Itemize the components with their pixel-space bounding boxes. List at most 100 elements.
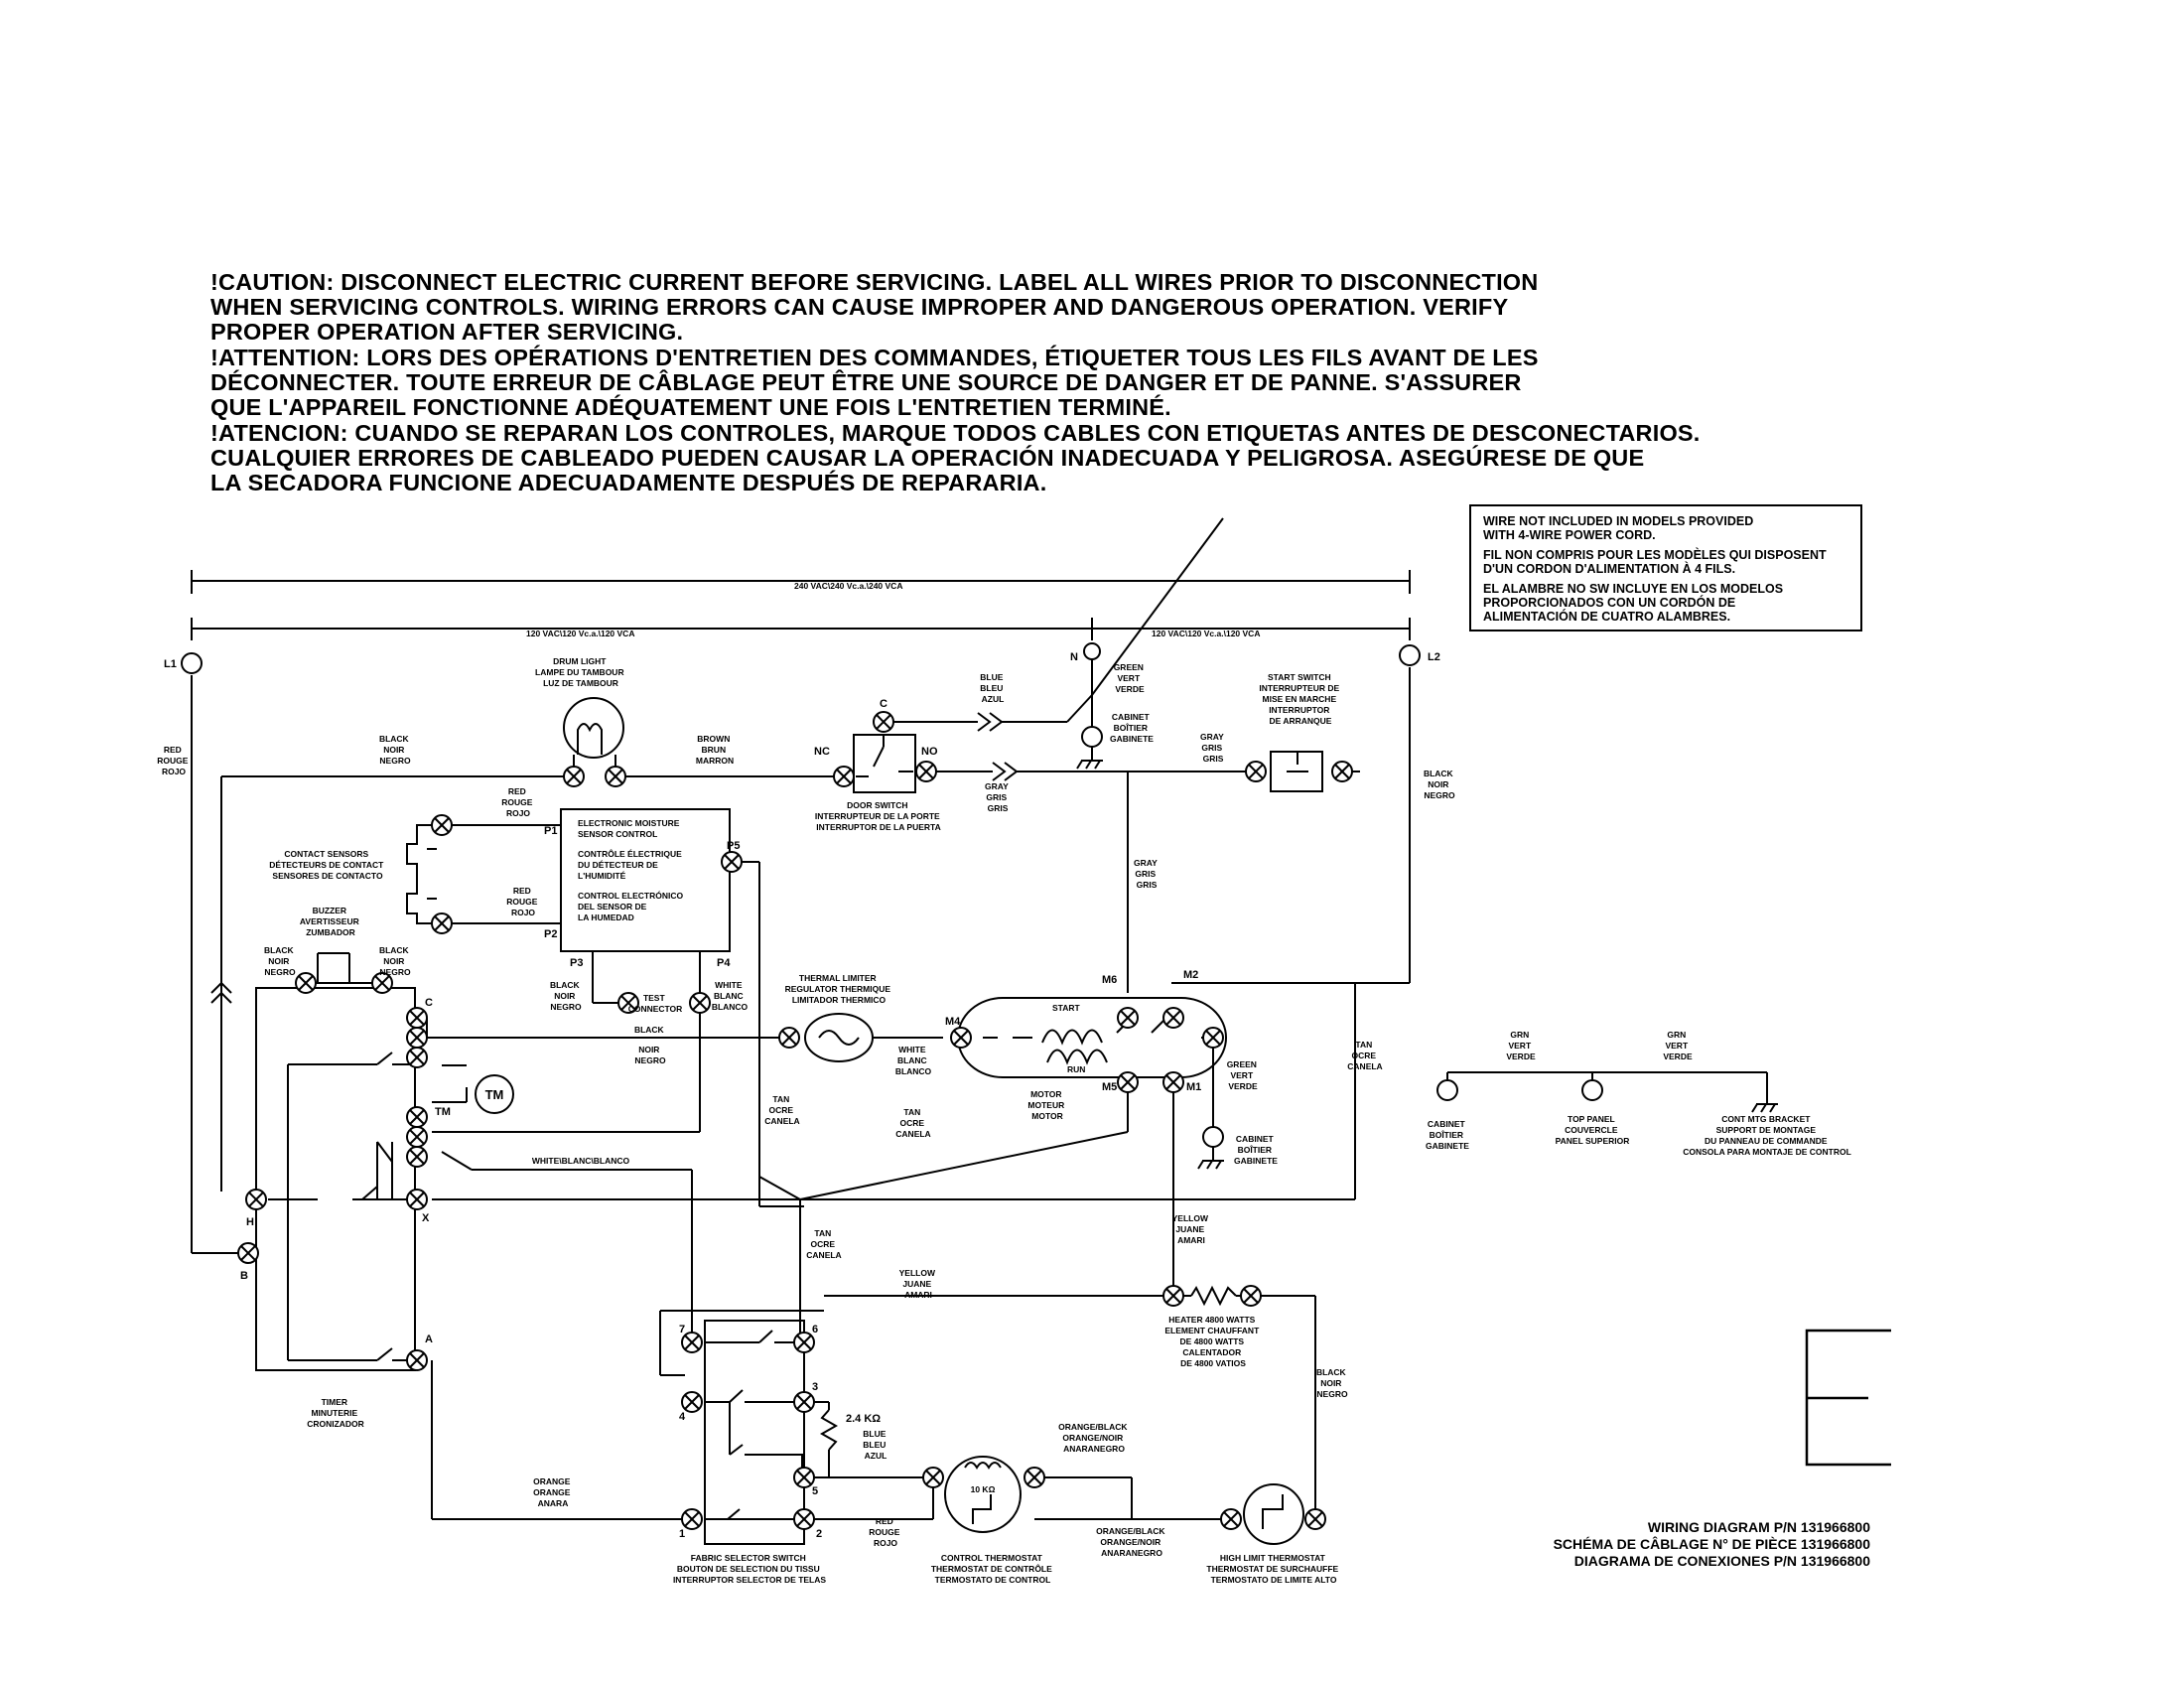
wire-orangeblack-top: ORANGE/BLACK ORANGE/NOIR ANARANEGRO — [1058, 1422, 1130, 1454]
caution-spanish: !ATENCION: CUANDO SE REPARAN LOS CONTROL… — [210, 420, 1701, 495]
ground-icon — [1197, 1146, 1225, 1170]
control-thermostat — [944, 1456, 1022, 1533]
voltage-240: 240 VAC\240 Vc.a.\240 VCA — [794, 581, 902, 591]
wire-brown: BROWN BRUN MARRON — [696, 734, 734, 766]
door-switch — [853, 734, 916, 793]
label-p5: P5 — [727, 840, 740, 852]
caution-french: !ATTENTION: LORS DES OPÉRATIONS D'ENTRET… — [210, 345, 1539, 420]
wire-black-l2: BLACK NOIR NEGRO — [1424, 769, 1455, 800]
wire-black-top: BLACK NOIR NEGRO — [379, 734, 411, 766]
note-french: FIL NON COMPRIS POUR LES MODÈLES QUI DIS… — [1483, 548, 1827, 576]
terminal-start-left — [1245, 761, 1267, 782]
wire-blue-top: BLUE BLEU AZUL — [980, 672, 1006, 704]
wire-yellow-m1: YELLOW JUANE AMARI — [1172, 1213, 1211, 1245]
part-number-french: SCHÉMA DE CÂBLAGE N° DE PIÈCE 131966800 — [1553, 1536, 1870, 1552]
terminal-ct-left — [922, 1467, 944, 1488]
terminal-timer-c1 — [406, 1007, 428, 1029]
terminal-fabric-4 — [681, 1391, 703, 1413]
terminal-hl-left — [1220, 1508, 1242, 1530]
wire-gray-vertical: GRAY GRIS GRIS — [1134, 858, 1160, 890]
page-letter-bracket — [1805, 1329, 1891, 1467]
test-connector-label: TEST CONNECTOR — [628, 993, 683, 1014]
terminal-m5 — [1117, 1071, 1139, 1093]
n-terminal — [1083, 642, 1101, 660]
wire-gray-no: GRAY GRIS GRIS — [985, 781, 1011, 813]
wire-grn-2: GRN VERT VERDE — [1663, 1030, 1693, 1061]
high-limit-thermostat — [1243, 1483, 1304, 1545]
four-wire-note-box: WIRE NOT INCLUDED IN MODELS PROVIDED WIT… — [1469, 504, 1862, 632]
start-switch-label: START SWITCH INTERRUPTEUR DE MISE EN MAR… — [1259, 672, 1341, 726]
drum-light-label: DRUM LIGHT LAMPE DU TAMBOUR LUZ DE TAMBO… — [535, 656, 626, 688]
wire-tan-left: TAN OCRE CANELA — [764, 1094, 799, 1126]
start-switch — [1270, 751, 1323, 792]
ground-icon — [1076, 746, 1104, 770]
label-door-c: C — [880, 698, 887, 710]
contact-sensors — [406, 824, 442, 924]
label-fabric-7: 7 — [679, 1324, 685, 1335]
wire-color-labels: RED ROUGE ROJO BLACK NOIR NEGRO BROWN BR… — [157, 662, 1693, 1558]
wire-black-timer: BLACK NOIR NEGRO — [634, 1025, 666, 1065]
thermal-limiter — [804, 1013, 874, 1062]
label-start: START — [1052, 1003, 1081, 1013]
terminal-timer-h — [245, 1189, 267, 1210]
label-n: N — [1070, 651, 1078, 663]
wire-red-p2: RED ROUGE ROJO — [506, 886, 540, 917]
label-nc: NC — [814, 746, 830, 758]
wire-red-p1: RED ROUGE ROJO — [501, 786, 535, 818]
terminal-fabric-3 — [793, 1391, 815, 1413]
terminal-lamp-right — [605, 766, 626, 787]
label-fabric-1: 1 — [679, 1528, 685, 1540]
note-spanish: EL ALAMBRE NO SW INCLUYE EN LOS MODELOS … — [1483, 582, 1784, 624]
wire-red-fabric: RED ROUGE ROJO — [869, 1516, 902, 1548]
line-terminals — [181, 642, 1421, 674]
terminal-fabric-6 — [793, 1332, 815, 1353]
label-l1: L1 — [164, 658, 177, 670]
terminal-no — [915, 761, 937, 782]
heater-label: HEATER 4800 WATTS ELEMENT CHAUFFANT DE 4… — [1164, 1315, 1261, 1368]
terminal-m2 — [1162, 1007, 1184, 1029]
wire-green-motor: GREEN VERT VERDE — [1227, 1059, 1260, 1091]
terminal-fabric-7 — [681, 1332, 703, 1353]
terminal-c — [873, 711, 894, 733]
wire-black-buzzer-r: BLACK NOIR NEGRO — [379, 945, 411, 977]
terminal-timer-tm1 — [406, 1106, 428, 1128]
terminal-m1 — [1162, 1071, 1184, 1093]
label-timer-a: A — [425, 1333, 433, 1345]
terminal-timer-c2 — [406, 1027, 428, 1049]
label-p3: P3 — [570, 957, 583, 969]
label-m2: M2 — [1183, 969, 1198, 981]
label-m5: M5 — [1102, 1081, 1117, 1093]
terminal-motor-ground — [1202, 1027, 1224, 1049]
sensor-control-box — [560, 808, 731, 952]
label-m4: M4 — [945, 1016, 961, 1028]
terminal-m4 — [950, 1027, 972, 1049]
door-switch-label: DOOR SWITCH INTERRUPTEUR DE LA PORTE INT… — [815, 800, 942, 832]
caution-notice: !CAUTION: DISCONNECT ELECTRIC CURRENT BE… — [210, 270, 1759, 496]
resistor-10k-label: 10 KΩ — [971, 1484, 996, 1494]
terminal-timer-tm3 — [406, 1146, 428, 1168]
wire-tan-right: TAN OCRE CANELA — [1347, 1040, 1382, 1071]
voltage-120-right: 120 VAC\120 Vc.a.\120 VCA — [1152, 629, 1260, 638]
terminal-p5 — [721, 851, 743, 873]
wire-gray-start: GRAY GRIS GRIS — [1200, 732, 1226, 764]
terminal-limiter-left — [778, 1027, 800, 1049]
contact-sensors-label: CONTACT SENSORS DÉTECTEURS DE CONTACT SE… — [269, 849, 385, 881]
label-timer-h: H — [246, 1216, 254, 1228]
component-labels: DRUM LIGHT LAMPE DU TAMBOUR LUZ DE TAMBO… — [269, 656, 1850, 1585]
wire-blue-fabric: BLUE BLEU AZUL — [863, 1429, 888, 1461]
wire-red-l1: RED ROUGE ROJO — [157, 745, 191, 776]
terminal-hl-right — [1304, 1508, 1326, 1530]
cabinet-label-motor: CABINET BOÎTIER GABINETE — [1234, 1134, 1278, 1166]
terminal-p4 — [689, 992, 711, 1014]
terminal-timer-x — [406, 1189, 428, 1210]
motor — [957, 997, 1227, 1078]
wire-yellow-heater: YELLOW JUANE AMARI — [899, 1268, 938, 1300]
terminal-timer-c3 — [406, 1047, 428, 1068]
label-fabric-4: 4 — [679, 1411, 686, 1423]
voltage-120-left: 120 VAC\120 Vc.a.\120 VCA — [526, 629, 634, 638]
wire-white-motor: WHITE BLANC BLANCO — [895, 1045, 932, 1076]
terminal-heater-right — [1240, 1285, 1262, 1307]
label-timer-b: B — [240, 1270, 248, 1282]
terminal-ct-right — [1024, 1467, 1045, 1488]
